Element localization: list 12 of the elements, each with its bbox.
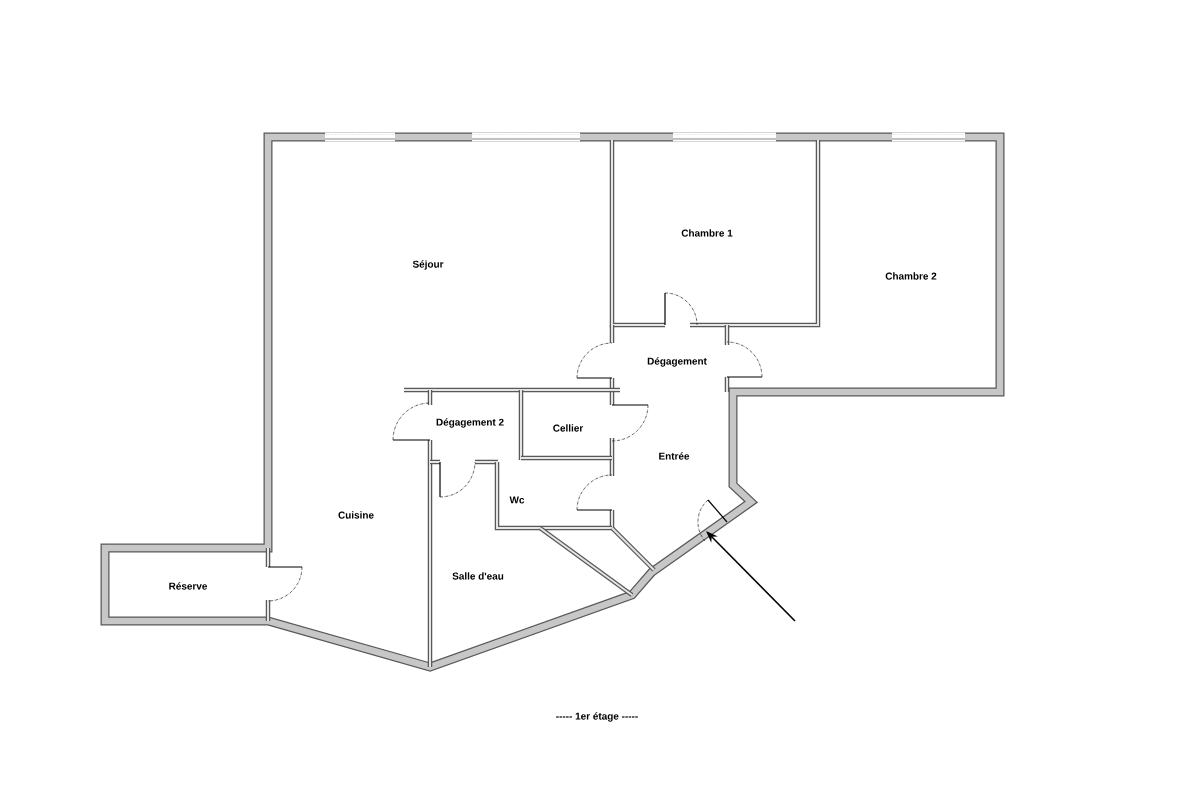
- room-label: Dégagement: [647, 357, 707, 367]
- room-label: Chambre 1: [681, 229, 733, 237]
- room-label: Salle d'eau: [452, 572, 504, 580]
- room-label: Wc: [509, 496, 525, 504]
- room-label: Entrée: [659, 452, 690, 460]
- room-label: Dégagement 2: [436, 418, 504, 428]
- room-label: Cellier: [553, 424, 584, 432]
- room-label: Séjour: [412, 260, 444, 270]
- room-label: Réserve: [169, 582, 208, 590]
- room-label: Cuisine: [338, 511, 374, 519]
- caption: ----- 1er étage -----: [556, 712, 638, 722]
- room-label: Chambre 2: [885, 272, 937, 280]
